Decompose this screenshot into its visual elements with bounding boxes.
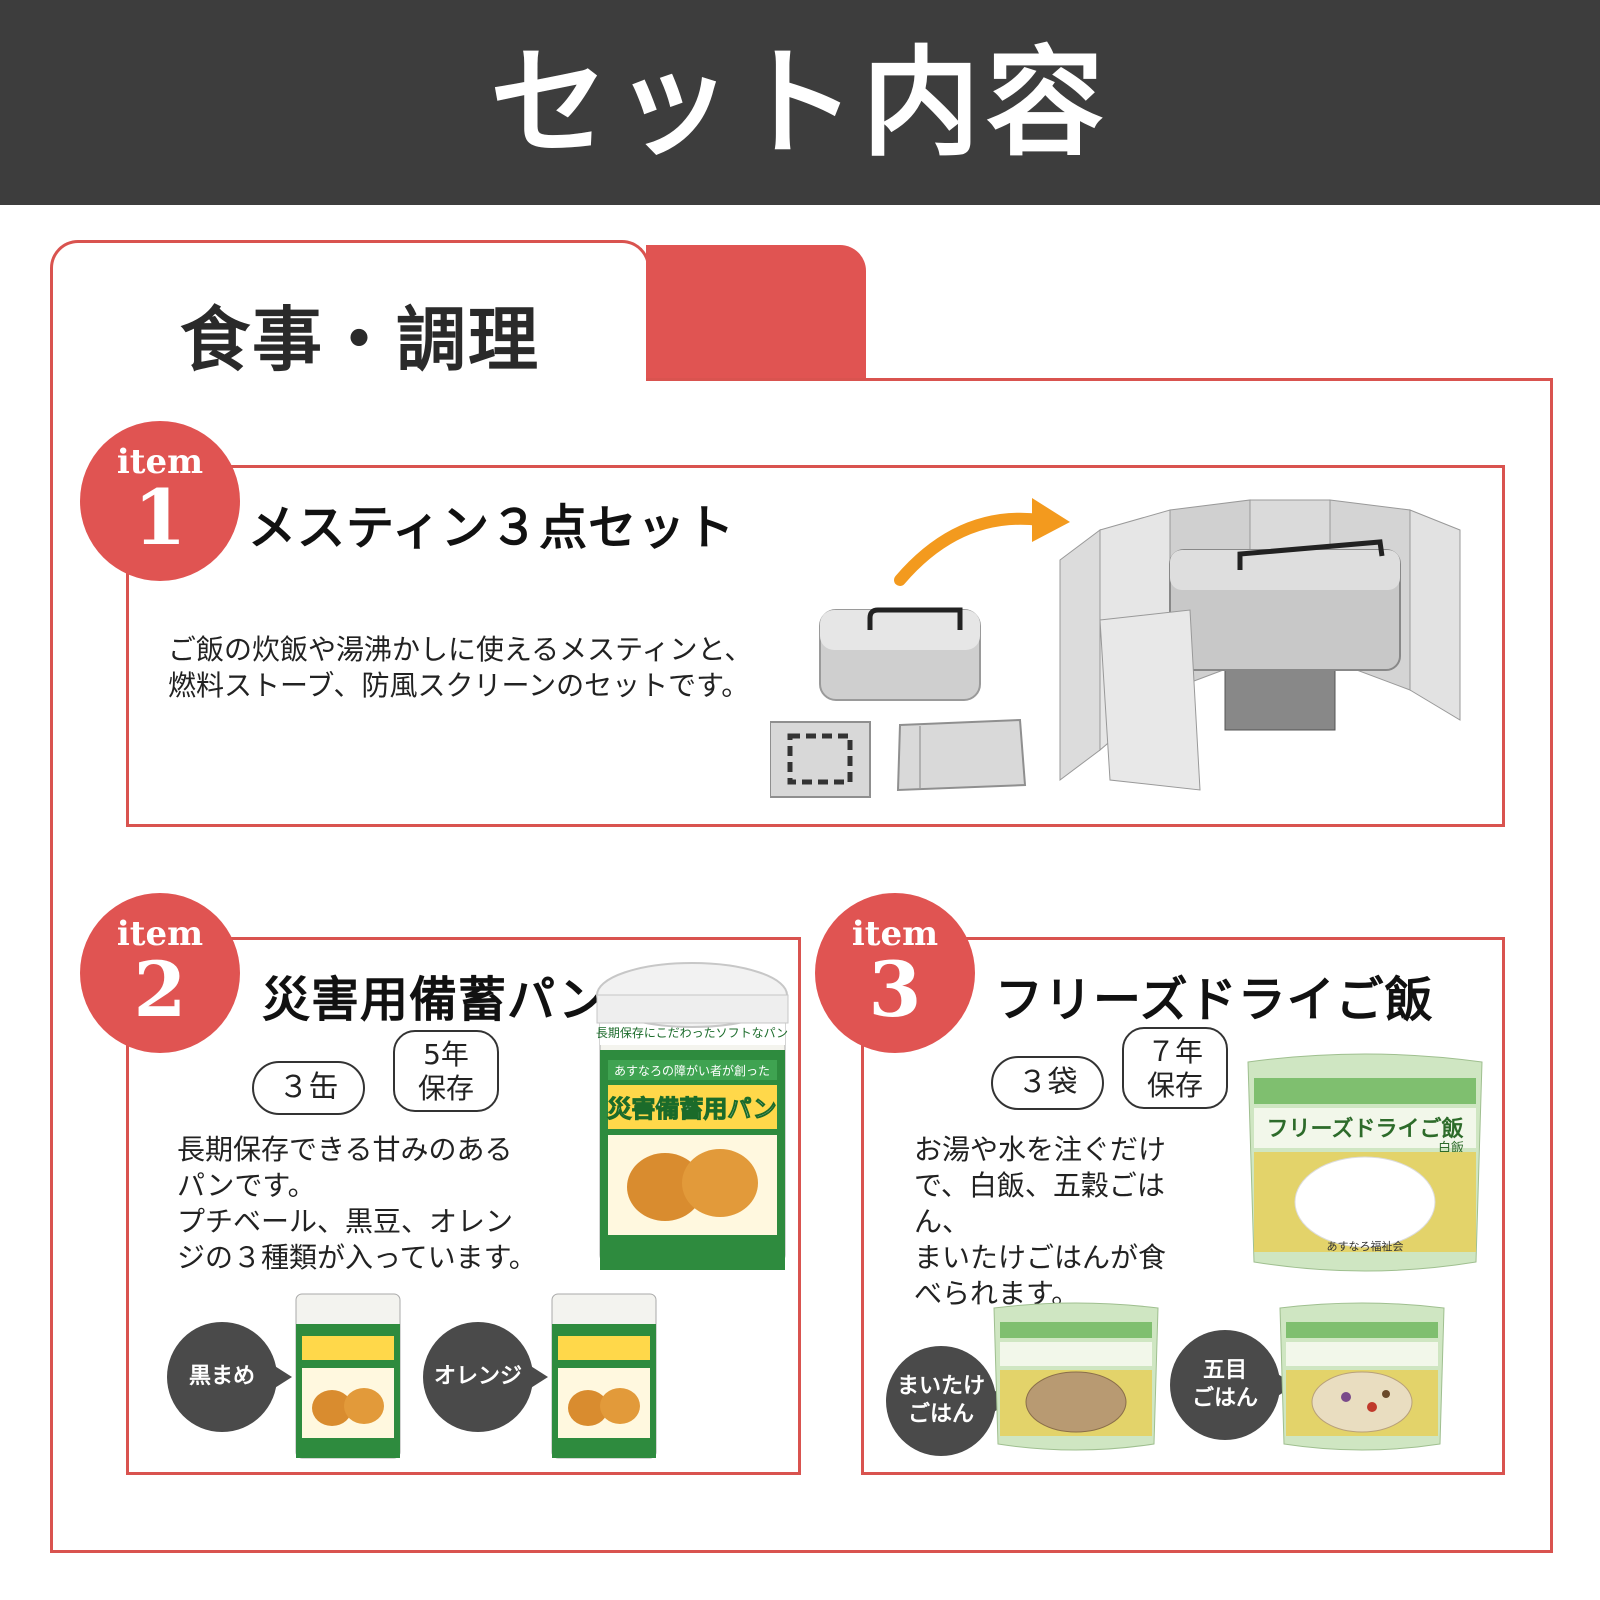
- item-3-title: フリーズドライご飯: [995, 972, 1434, 1028]
- section-frame-top: [646, 378, 1553, 381]
- freeze-dried-rice-pack-gomoku: [1279, 1302, 1445, 1451]
- freeze-dried-rice-pack-large: フリーズドライご飯 白飯 あすなろ福祉会: [1247, 1053, 1483, 1272]
- muffin-icon: [627, 1153, 703, 1221]
- storage-tag-line1: ７年: [1146, 1035, 1203, 1068]
- section-frame: [50, 378, 1553, 1553]
- item-2-badge: item 2: [80, 893, 240, 1053]
- freeze-dried-rice-pack-maitake: [993, 1302, 1159, 1451]
- item-3-badge: item 3: [815, 893, 975, 1053]
- page-title: セット内容: [489, 34, 1110, 172]
- item-3-count-tag: ３袋: [991, 1056, 1104, 1110]
- section-title: 食事・調理: [180, 299, 540, 381]
- can-top-text: 長期保存にこだわったソフトなパン: [596, 1026, 788, 1040]
- description-line: まいたけごはんが食: [914, 1241, 1167, 1274]
- item-3-description: お湯や水を注ぐだけ で、白飯、五穀ごはん、 まいたけごはんが食 べられます。: [914, 1132, 1214, 1312]
- assembled-set-icon: [1059, 499, 1461, 791]
- storage-tag-line2: 保存: [417, 1072, 474, 1105]
- description-line: パンです。: [177, 1169, 316, 1202]
- badge-label: item: [116, 442, 204, 482]
- badge-label: item: [116, 914, 204, 954]
- stove-icon: [770, 721, 871, 798]
- bread-can-large: 長期保存にこだわったソフトなパン あすなろの障がい者が創った 災害備蓄用パン: [596, 962, 789, 1270]
- bubble-line: 五目: [1202, 1358, 1247, 1383]
- can-sub-text: あすなろの障がい者が創った: [614, 1063, 770, 1078]
- storage-tag-line2: 保存: [1146, 1069, 1203, 1102]
- variant-bubble-maitake: まいたけ ごはん: [886, 1346, 996, 1456]
- badge-number: 2: [133, 945, 187, 1034]
- bread-can-orange: [551, 1293, 657, 1459]
- description-line: プチベール、黒豆、オレン: [177, 1205, 514, 1238]
- section-tab: [50, 240, 650, 380]
- bread-can-black-bean: [295, 1293, 401, 1459]
- bubble-line: ごはん: [907, 1402, 974, 1427]
- windscreen-icon: [896, 718, 1027, 792]
- header-bar: [0, 0, 1600, 205]
- storage-tag-line1: 5年: [423, 1038, 469, 1071]
- bubble-tail: [270, 1363, 292, 1391]
- item-3-storage-tag: ７年 保存: [1122, 1027, 1228, 1109]
- mess-tin-set-illustration: [770, 498, 1461, 798]
- variant-bubble-orange: オレンジ: [423, 1322, 533, 1432]
- item-2-description: 長期保存できる甘みのある パンです。 プチベール、黒豆、オレン ジの３種類が入っ…: [177, 1132, 577, 1276]
- rice-bowl-icon: [1294, 1156, 1436, 1248]
- badge-number: 1: [133, 473, 187, 562]
- description-line: お湯や水を注ぐだけ: [914, 1133, 1167, 1166]
- arrow-icon: [894, 512, 1046, 586]
- bubble-line: ごはん: [1191, 1386, 1258, 1411]
- item-1-badge: item 1: [80, 421, 240, 581]
- item-2-storage-tag: 5年 保存: [393, 1030, 499, 1112]
- bubble-tail: [526, 1363, 548, 1391]
- badge-label: item: [851, 914, 939, 954]
- description-line: 長期保存できる甘みのある: [177, 1133, 513, 1166]
- item-1-description: ご飯の炊飯や湯沸かしに使えるメスティンと、燃料ストーブ、防風スクリーンのセットで…: [168, 633, 753, 702]
- pack-maker-text: あすなろ福祉会: [1327, 1239, 1404, 1253]
- description-line: ジの３種類が入っています。: [177, 1241, 537, 1274]
- variant-bubble-gomoku: 五目 ごはん: [1170, 1330, 1280, 1440]
- section-tab-accent: [646, 245, 866, 380]
- bubble-line: まいたけ: [896, 1374, 985, 1399]
- item-2-title: 災害用備蓄パン: [262, 972, 608, 1028]
- badge-number: 3: [868, 945, 922, 1034]
- description-line: で、白飯、五穀ごはん、: [914, 1169, 1165, 1238]
- variant-bubble-black-bean: 黒まめ: [167, 1322, 277, 1432]
- item-1-title: メスティン３点セット: [248, 500, 736, 556]
- item-2-count-tag: ３缶: [252, 1061, 365, 1115]
- can-main-text: 災害備蓄用パン: [607, 1095, 776, 1123]
- pack-text: フリーズドライご飯: [1267, 1116, 1464, 1142]
